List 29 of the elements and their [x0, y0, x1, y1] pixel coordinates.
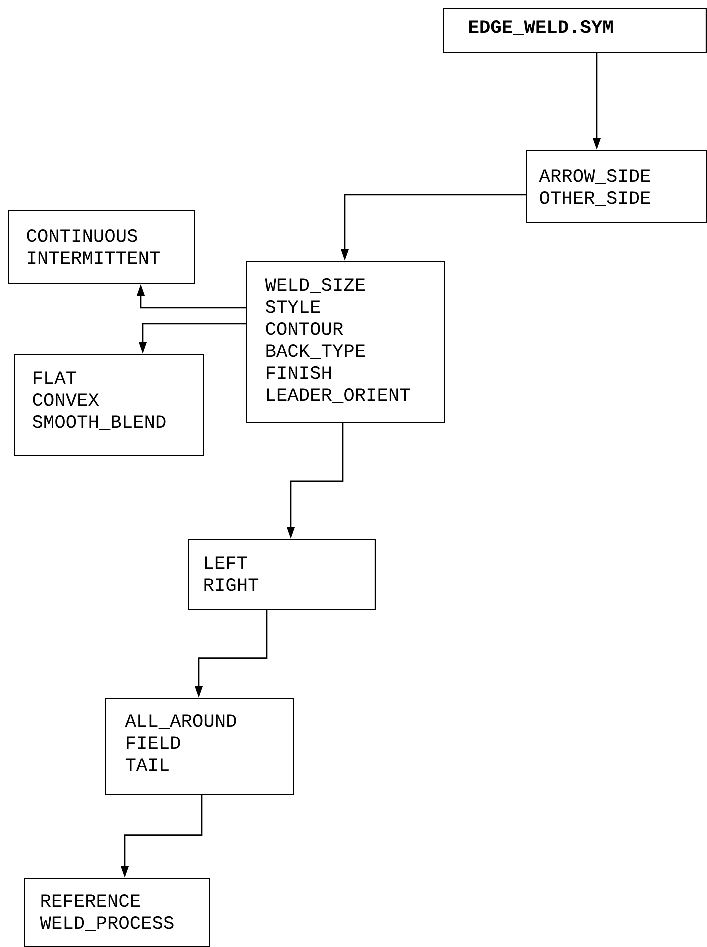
option-box — [24, 878, 210, 947]
option-label: RIGHT — [204, 578, 259, 592]
option-box — [14, 354, 204, 456]
option-label: OTHER_SIDE — [540, 192, 650, 206]
option-label: ALL_AROUND — [125, 714, 236, 730]
option-label: CONTINUOUS — [27, 230, 138, 242]
option-label: FIELD — [127, 736, 180, 749]
option-label: SMOOTH_BLEND — [32, 416, 166, 430]
option-label: LEFT — [205, 556, 248, 569]
option-box — [526, 150, 707, 224]
option-label: BACK_TYPE — [266, 344, 366, 360]
option-label: LEADER_ORIENT — [267, 388, 410, 404]
option-box — [105, 698, 294, 796]
option-label: FINISH — [267, 366, 331, 380]
option-box — [8, 210, 196, 284]
option-label: CONTOUR — [266, 322, 344, 336]
option-label: STYLE — [266, 300, 320, 314]
option-label: ARROW_SIDE — [539, 170, 650, 184]
option-label: EDGE_WELD.SYM — [470, 20, 613, 36]
option-label: CONVEX — [33, 394, 100, 406]
option-label: WELD_PROCESS — [40, 916, 174, 931]
option-box — [246, 261, 446, 424]
option-box — [188, 539, 376, 610]
option-label: TAIL — [126, 758, 169, 771]
option-label: REFERENCE — [42, 894, 140, 908]
option-box — [443, 8, 707, 54]
option-label: INTERMITTENT — [28, 252, 160, 264]
option-label: WELD_SIZE — [265, 278, 366, 294]
option-label: FLAT — [34, 372, 76, 384]
